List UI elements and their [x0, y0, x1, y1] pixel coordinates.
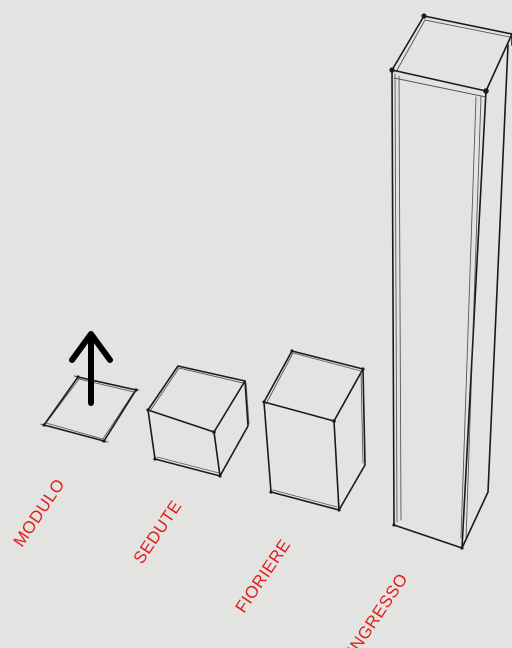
label-fioriere: FIORIERE	[232, 536, 295, 617]
label-modulo: MODULO	[10, 475, 69, 550]
label-ingresso: INGRESSO	[344, 570, 412, 648]
fioriere-box	[262, 349, 366, 512]
label-sedute: SEDUTE	[130, 497, 186, 567]
modulo-tile	[39, 375, 140, 443]
sedute-cube	[146, 365, 250, 478]
up-arrow-icon	[69, 331, 113, 406]
ingresso-column	[389, 13, 512, 550]
